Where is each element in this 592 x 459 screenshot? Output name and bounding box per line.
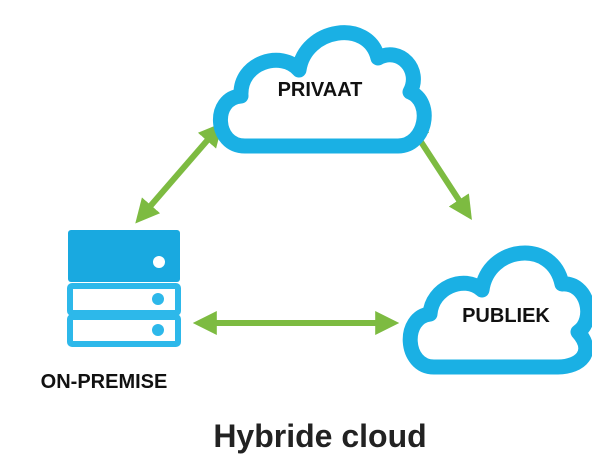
on-premise-label: ON-PREMISE <box>41 371 168 393</box>
server-led-middle <box>152 293 164 305</box>
diagram-title: Hybride cloud <box>213 418 426 454</box>
server-led-top <box>153 256 165 268</box>
arrow-onpremise-privaat <box>135 122 223 224</box>
server-icon <box>67 230 181 347</box>
server-led-bottom <box>152 324 164 336</box>
cloud-icon <box>212 25 432 154</box>
on-premise-node: ON-PREMISE <box>41 230 181 393</box>
private-cloud-node: PRIVAAT <box>212 25 432 154</box>
cloud-icon <box>402 245 592 375</box>
public-cloud-node: PUBLIEK <box>402 245 592 375</box>
private-cloud-label: PRIVAAT <box>278 79 363 101</box>
connections <box>135 118 472 335</box>
public-cloud-label: PUBLIEK <box>462 305 550 327</box>
